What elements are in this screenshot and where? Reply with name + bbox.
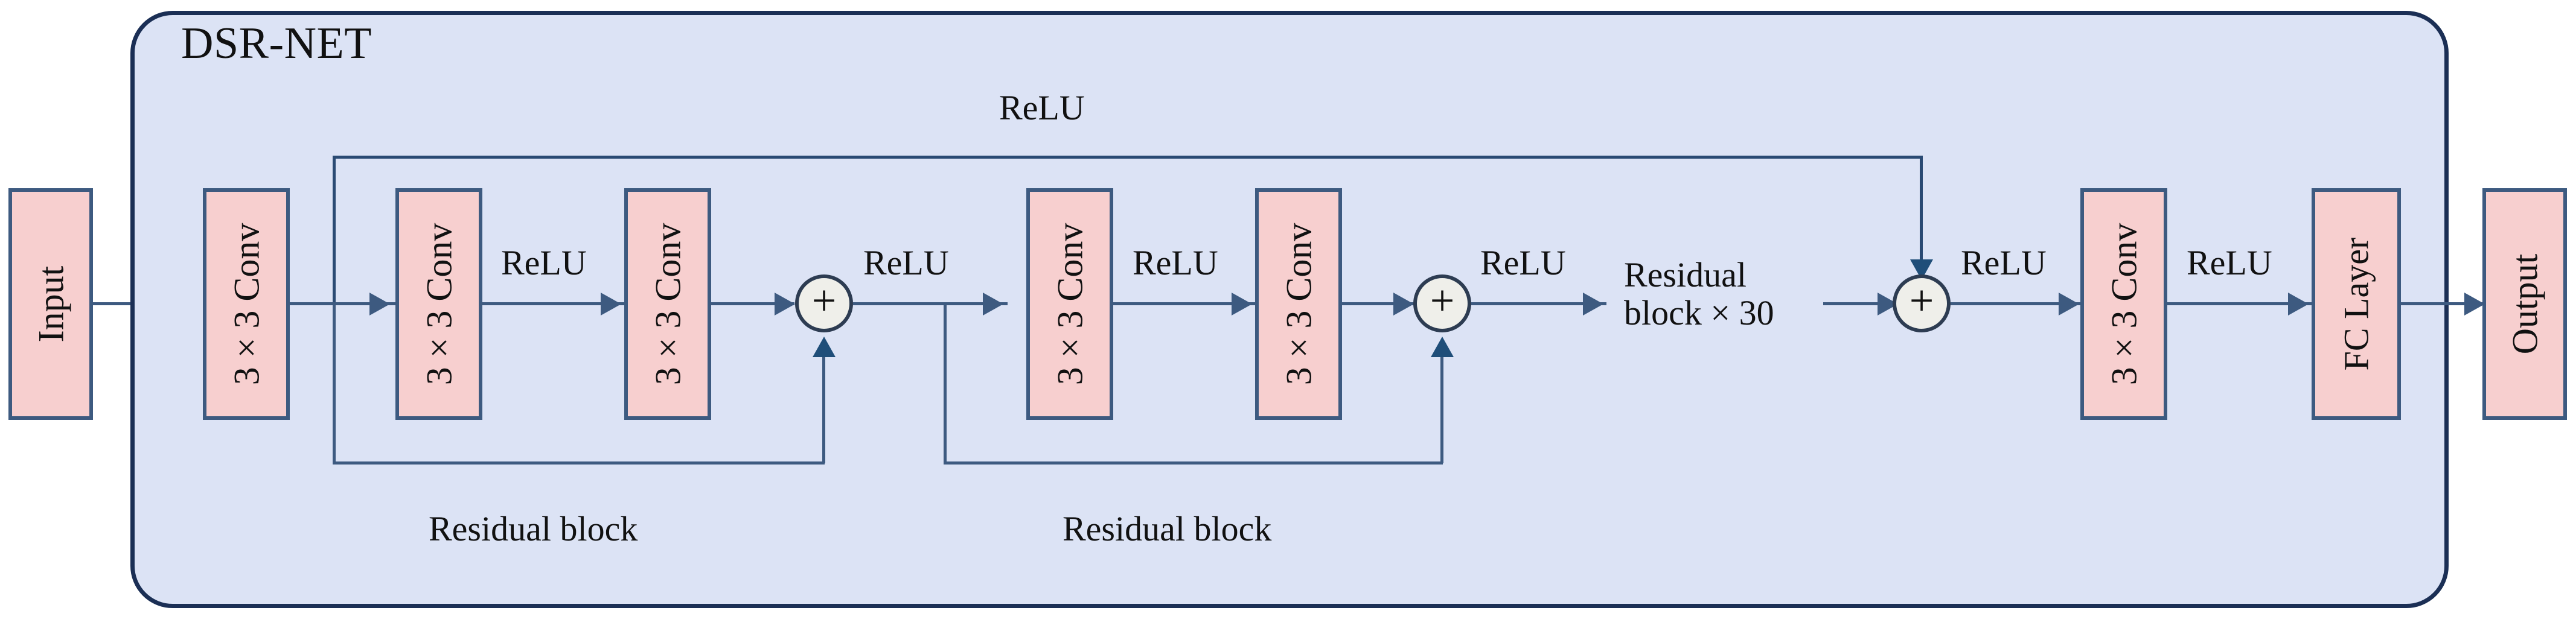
rb2-add-node: + xyxy=(1413,274,1471,332)
arrow-rb1-skip-into-add xyxy=(813,337,836,357)
rb2-conv1-label: 3 × 3 Conv xyxy=(1050,223,1090,385)
rb2-relu-label: ReLU xyxy=(1133,243,1218,282)
fc-layer-box: FC Layer xyxy=(2312,188,2401,420)
arrow-rb2-skip-into-add xyxy=(1431,337,1454,357)
rb1-add-symbol: + xyxy=(811,276,837,325)
edge-rb1-add-to-rb2 xyxy=(853,302,1008,305)
rb1-skip-down xyxy=(333,302,336,464)
rb2-add-symbol: + xyxy=(1430,276,1455,325)
edge-fc-to-output xyxy=(2401,302,2513,305)
arrow-conv-tail-to-fc xyxy=(2288,293,2309,316)
rb1-group-label: Residual block xyxy=(429,509,638,548)
global-add-node: + xyxy=(1893,274,1951,332)
edge-stack-to-global-add xyxy=(1823,302,1911,305)
edge-conv-tail-to-fc xyxy=(2167,302,2312,305)
conv-head-box: 3 × 3 Conv xyxy=(203,188,290,420)
rb2-skip-up xyxy=(1440,356,1443,463)
residual-stack-label: Residual block × 30 xyxy=(1624,256,1823,332)
arrow-rb1-conv1-to-conv2 xyxy=(601,293,621,316)
rb1-conv2-label: 3 × 3 Conv xyxy=(648,223,688,385)
input-label: Input xyxy=(31,265,71,343)
rb1-add-node: + xyxy=(795,274,853,332)
tail-relu-label: ReLU xyxy=(2187,243,2272,282)
edge-rb2-conv2-to-add xyxy=(1342,302,1427,305)
rb1-conv1-box: 3 × 3 Conv xyxy=(395,188,482,420)
rb2-out-relu-label: ReLU xyxy=(1480,243,1566,282)
skip-top-relu-label: ReLU xyxy=(999,88,1085,127)
rb1-out-relu-label: ReLU xyxy=(863,243,949,282)
rb1-relu-label: ReLU xyxy=(501,243,587,282)
rb2-conv2-label: 3 × 3 Conv xyxy=(1279,223,1319,385)
global-relu-label: ReLU xyxy=(1961,243,2047,282)
arrow-fc-to-output xyxy=(2464,293,2485,316)
arrow-rb2-conv1-to-conv2 xyxy=(1232,293,1252,316)
residual-stack-line2: block × 30 xyxy=(1624,293,1774,332)
rb1-skip-up xyxy=(822,356,825,463)
rb1-conv2-box: 3 × 3 Conv xyxy=(624,188,711,420)
conv-tail-label: 3 × 3 Conv xyxy=(2104,223,2144,385)
edge-rb2-conv1-to-conv2 xyxy=(1113,302,1255,305)
rb1-skip-span xyxy=(333,461,825,465)
edge-global-add-to-conv-tail xyxy=(1951,302,2082,305)
arrow-rb1-add-to-rb2 xyxy=(983,293,1003,316)
output-label: Output xyxy=(2505,253,2545,355)
arrow-rb2-conv2-to-add xyxy=(1393,293,1414,316)
skip-top-span xyxy=(333,156,1923,159)
arrow-global-add-to-conv-tail xyxy=(2059,293,2079,316)
output-box: Output xyxy=(2482,188,2567,420)
skip-top-riser xyxy=(333,156,336,304)
rb2-conv1-box: 3 × 3 Conv xyxy=(1026,188,1113,420)
conv-head-label: 3 × 3 Conv xyxy=(226,223,267,385)
edge-rb2-add-to-stack xyxy=(1471,302,1606,305)
global-add-symbol: + xyxy=(1909,276,1934,325)
conv-tail-box: 3 × 3 Conv xyxy=(2080,188,2167,420)
skip-top-dropper xyxy=(1920,156,1923,263)
residual-stack-line1: Residual xyxy=(1624,255,1747,294)
fc-layer-label: FC Layer xyxy=(2336,237,2376,371)
arrow-rb2-add-to-stack xyxy=(1583,293,1603,316)
rb2-conv2-box: 3 × 3 Conv xyxy=(1255,188,1342,420)
network-title: DSR-NET xyxy=(181,19,372,68)
edge-rb1-conv1-to-conv2 xyxy=(482,302,624,305)
arrow-rb1-conv2-to-add xyxy=(775,293,795,316)
edge-rb1-conv2-to-add xyxy=(711,302,794,305)
rb2-group-label: Residual block xyxy=(1063,509,1272,548)
rb2-skip-span xyxy=(944,461,1443,465)
edge-conv-head-to-rb1 xyxy=(290,302,395,305)
input-box: Input xyxy=(8,188,93,420)
rb1-conv1-label: 3 × 3 Conv xyxy=(419,223,459,385)
rb2-skip-down xyxy=(944,302,947,464)
arrow-conv-head-to-rb1 xyxy=(369,293,390,316)
